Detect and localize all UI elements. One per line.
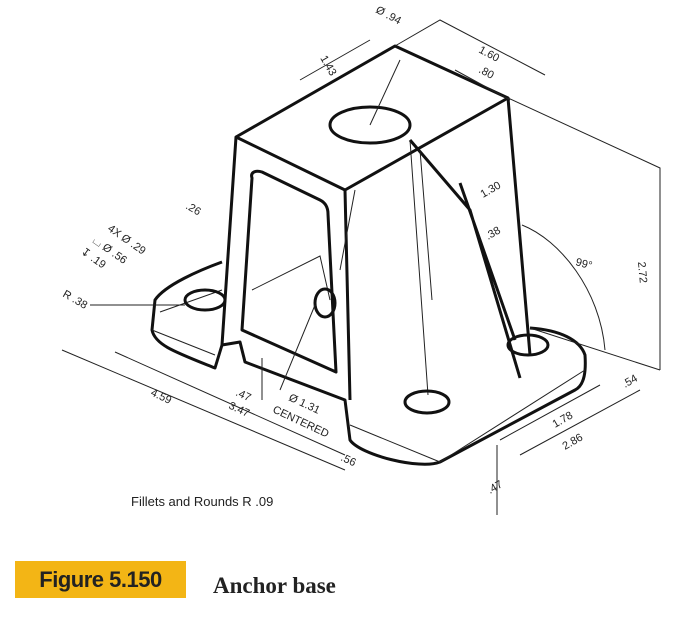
dim-top-depth: 1.43 <box>317 54 338 79</box>
figure-number: Figure 5.150 <box>39 566 162 592</box>
dim-wall: .26 <box>184 200 203 218</box>
top-face <box>234 44 510 192</box>
center-hole <box>313 287 337 319</box>
dim-side-offset: .54 <box>621 373 640 391</box>
front-window <box>240 169 338 374</box>
dim-front-offset: .56 <box>339 452 358 469</box>
front-hole <box>403 389 451 415</box>
dim-rib-length: 1.30 <box>479 179 504 200</box>
fillets-note: Fillets and Rounds R .09 <box>131 494 274 509</box>
dim-base-thickness: .47 <box>234 387 253 404</box>
dim-base-thickness-2: .47 <box>486 479 505 497</box>
dim-rib-thickness: .38 <box>484 225 503 243</box>
dim-base-width: 2.86 <box>561 431 586 452</box>
right-hole <box>506 333 550 357</box>
dim-top-width: 1.60 <box>477 44 502 65</box>
dim-top-hole: Ø .94 <box>374 4 403 27</box>
window-inner <box>251 255 331 301</box>
top-hole <box>328 105 412 145</box>
base-top-edge <box>151 289 586 463</box>
front-face <box>220 136 352 401</box>
figure-number-label: Figure 5.150 <box>15 561 186 598</box>
side-face <box>408 97 532 379</box>
dim-top-offset: .80 <box>477 64 496 82</box>
dimension-lines <box>61 19 661 515</box>
dim-angle: 99° <box>574 256 593 272</box>
figure-title: Anchor base <box>213 573 336 598</box>
dim-base-length: 4.59 <box>149 387 173 407</box>
dim-height: 2.72 <box>635 261 649 283</box>
dim-radius: R .38 <box>61 288 90 312</box>
base-plate-outline <box>150 260 587 466</box>
rib <box>409 139 433 396</box>
left-hole <box>183 288 227 312</box>
